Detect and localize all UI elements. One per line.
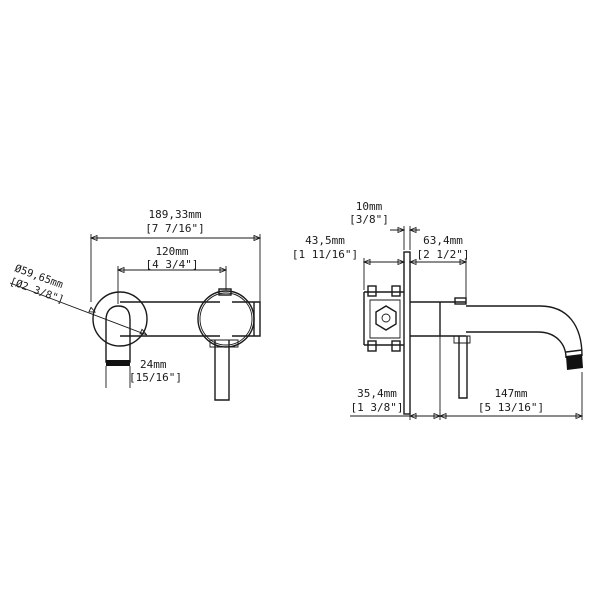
valve-nut <box>375 305 397 331</box>
dim-plate-thickness-imperial: [3/8"] <box>349 213 389 226</box>
dim-plate-thickness-metric: 10mm <box>356 200 383 213</box>
dim-spout-reach: 147mm [5 13/16"] <box>438 372 584 420</box>
side-spout <box>466 305 583 370</box>
dim-plate-thickness: 10mm [3/8"] <box>349 200 420 250</box>
dim-projection-metric: 63,4mm <box>423 234 463 247</box>
dim-body-depth-max-metric: 43,5mm <box>305 234 345 247</box>
front-view: 189,33mm [7 7/16"] 120mm [4 3/4"] Ø59,65… <box>8 208 262 401</box>
side-handle-body <box>410 297 471 399</box>
dim-projection-imperial: [2 1/2"] <box>417 248 470 261</box>
spout-tube <box>105 305 131 363</box>
dim-plate-diameter: Ø59,65mm [Ø2 3/8"] <box>8 263 148 336</box>
side-lever <box>458 336 468 399</box>
dim-overall-width-metric: 189,33mm <box>149 208 202 221</box>
dim-projection-to-lever: 63,4mm [2 1/2"] <box>408 234 470 298</box>
dim-body-depth-min-metric: 35,4mm <box>357 387 397 400</box>
dim-body-depth-max-imperial: [1 11/16"] <box>292 248 358 261</box>
dim-spout-reach-imperial: [5 13/16"] <box>478 401 544 414</box>
dim-body-depth-min: 35,4mm [1 3/8"] <box>350 336 442 420</box>
handle-plate <box>197 290 255 348</box>
lever-handle <box>214 340 230 401</box>
dim-body-depth-min-imperial: [1 3/8"] <box>351 401 404 414</box>
dim-center-distance: 120mm [4 3/4"] <box>116 245 228 304</box>
handle-plate-inner <box>199 292 253 346</box>
dim-center-distance-imperial: [4 3/4"] <box>146 258 199 271</box>
spout-outlet <box>106 360 130 366</box>
dim-spout-imperial: [15/16"] <box>129 371 182 384</box>
handle-top-knob <box>218 288 232 296</box>
lever-neck <box>209 339 239 348</box>
dim-spout-diameter: 24mm [15/16"] <box>105 358 182 388</box>
dim-overall-width: 189,33mm [7 7/16"] <box>89 208 262 302</box>
dim-overall-width-imperial: [7 7/16"] <box>145 222 205 235</box>
in-wall-valve <box>363 285 404 352</box>
side-view: 10mm [3/8"] 43,5mm [1 11/16"] 63,4mm [2 … <box>292 200 584 420</box>
side-spout-outlet <box>566 354 583 370</box>
dim-body-depth-max: 43,5mm [1 11/16"] <box>292 234 406 290</box>
dim-spout-metric: 24mm <box>140 358 167 371</box>
dim-spout-reach-metric: 147mm <box>494 387 527 400</box>
wall-plate <box>403 251 411 415</box>
spout-plate <box>92 291 148 347</box>
dim-center-distance-metric: 120mm <box>155 245 188 258</box>
